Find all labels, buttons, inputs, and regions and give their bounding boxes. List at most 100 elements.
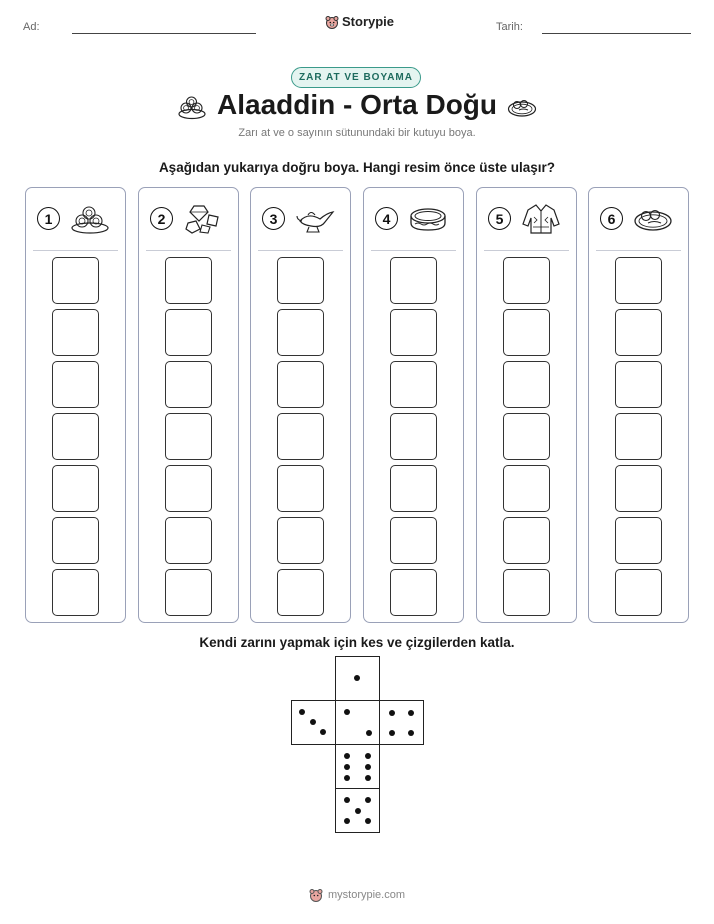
- color-box[interactable]: [277, 309, 324, 356]
- name-line[interactable]: [72, 33, 256, 34]
- dice-pip: [309, 719, 316, 725]
- color-box[interactable]: [390, 517, 437, 564]
- color-box[interactable]: [277, 465, 324, 512]
- dice-pip: [344, 764, 350, 770]
- column-number: 6: [600, 207, 623, 230]
- color-box[interactable]: [503, 257, 550, 304]
- dice-pip: [365, 818, 371, 824]
- column-divider: [371, 250, 456, 251]
- color-box[interactable]: [165, 569, 212, 616]
- column-header: 2: [139, 188, 238, 250]
- dice-pip: [389, 710, 395, 716]
- color-box[interactable]: [503, 361, 550, 408]
- column-divider: [596, 250, 681, 251]
- color-box[interactable]: [165, 413, 212, 460]
- color-box[interactable]: [52, 569, 99, 616]
- dice-face-5: [335, 788, 380, 833]
- date-label: Tarih:: [496, 21, 523, 33]
- dice-pip: [366, 730, 372, 736]
- column-header: 6: [589, 188, 688, 250]
- dice-pip: [344, 753, 350, 759]
- activity-badge: ZAR AT VE BOYAMA: [291, 67, 421, 88]
- baklava-icon: [178, 96, 206, 120]
- color-box[interactable]: [615, 361, 662, 408]
- dice-pip: [354, 807, 361, 814]
- color-box[interactable]: [52, 517, 99, 564]
- column-divider: [258, 250, 343, 251]
- color-box[interactable]: [615, 569, 662, 616]
- color-box[interactable]: [165, 517, 212, 564]
- color-box[interactable]: [277, 569, 324, 616]
- storypie-mascot-icon: [309, 889, 323, 902]
- brand-logo: Storypie: [325, 14, 394, 29]
- color-box[interactable]: [52, 413, 99, 460]
- date-line[interactable]: [542, 33, 691, 34]
- column-divider: [33, 250, 118, 251]
- color-column-5: 5: [476, 187, 577, 623]
- color-box[interactable]: [503, 309, 550, 356]
- color-box[interactable]: [503, 413, 550, 460]
- color-box[interactable]: [52, 465, 99, 512]
- column-number: 3: [262, 207, 285, 230]
- column-divider: [484, 250, 569, 251]
- page-subtitle: Zarı at ve o sayının sütunundaki bir kut…: [238, 127, 476, 139]
- color-box[interactable]: [277, 361, 324, 408]
- dice-face-1: [335, 656, 380, 701]
- baklava-icon: [71, 206, 109, 234]
- dice-pip: [344, 709, 350, 715]
- dice-instruction: Kendi zarını yapmak için kes ve çizgiler…: [199, 635, 515, 650]
- dice-pip: [365, 797, 371, 803]
- color-box[interactable]: [390, 413, 437, 460]
- color-box[interactable]: [615, 517, 662, 564]
- color-box[interactable]: [277, 413, 324, 460]
- column-divider: [146, 250, 231, 251]
- dice-pip: [365, 775, 371, 781]
- storypie-mascot-icon: [325, 15, 339, 29]
- dice-pip: [344, 775, 350, 781]
- color-box[interactable]: [165, 257, 212, 304]
- dice-pip: [389, 730, 395, 736]
- color-box[interactable]: [52, 257, 99, 304]
- color-box[interactable]: [390, 361, 437, 408]
- color-box[interactable]: [390, 257, 437, 304]
- color-box[interactable]: [277, 257, 324, 304]
- dice-pip: [353, 674, 360, 681]
- dice-pip: [365, 753, 371, 759]
- color-box[interactable]: [615, 257, 662, 304]
- gems-icon: [185, 205, 219, 234]
- dice-face-2: [335, 700, 380, 745]
- dice-pip: [365, 764, 371, 770]
- column-number: 2: [150, 207, 173, 230]
- magic-lamp-icon: [296, 211, 335, 233]
- color-box[interactable]: [52, 309, 99, 356]
- food-plate-icon: [507, 100, 537, 117]
- color-box[interactable]: [165, 309, 212, 356]
- instruction-text: Aşağıdan yukarıya doğru boya. Hangi resi…: [158, 160, 556, 175]
- color-box[interactable]: [277, 517, 324, 564]
- color-box[interactable]: [503, 569, 550, 616]
- column-header: 3: [251, 188, 350, 250]
- dice-pip: [408, 710, 414, 716]
- color-box[interactable]: [615, 309, 662, 356]
- dice-face-3: [291, 700, 336, 745]
- dice-face-4: [379, 700, 424, 745]
- color-box[interactable]: [615, 413, 662, 460]
- color-box[interactable]: [52, 361, 99, 408]
- dice-face-6: [335, 744, 380, 789]
- color-box[interactable]: [615, 465, 662, 512]
- brand-name: Storypie: [342, 14, 395, 29]
- color-box[interactable]: [390, 309, 437, 356]
- color-box[interactable]: [503, 465, 550, 512]
- color-box[interactable]: [165, 465, 212, 512]
- footer: mystorypie.com: [0, 888, 714, 902]
- column-number: 5: [488, 207, 511, 230]
- footer-url[interactable]: mystorypie.com: [327, 889, 406, 901]
- dice-pip: [344, 797, 350, 803]
- robe-icon: [522, 204, 560, 234]
- food-plate-icon: [634, 209, 672, 231]
- name-label: Ad:: [23, 21, 40, 33]
- color-box[interactable]: [390, 465, 437, 512]
- color-box[interactable]: [390, 569, 437, 616]
- color-box[interactable]: [503, 517, 550, 564]
- color-box[interactable]: [165, 361, 212, 408]
